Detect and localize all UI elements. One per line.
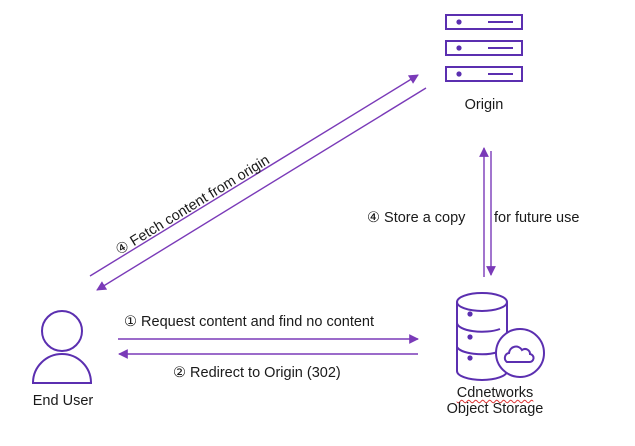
edge-label-request: ① Request content and find no content	[124, 314, 375, 330]
storage-label-line1: Cdnetworks	[456, 385, 534, 401]
end-user-label: End User	[32, 393, 94, 409]
edge-label-store-left: ④ Store a copy	[367, 210, 466, 226]
storage-label-line2: Object Storage	[446, 401, 544, 417]
arrow-fetch-to-origin	[89, 74, 419, 277]
storage-label: Cdnetworks Object Storage	[430, 385, 560, 417]
edge-label-redirect: ② Redirect to Origin (302)	[173, 365, 341, 381]
edge-label-store-right: for future use	[494, 210, 580, 226]
origin-label: Origin	[464, 97, 504, 113]
user-icon	[31, 310, 93, 384]
database-cloud-icon	[456, 292, 545, 381]
arrow-origin-to-user	[96, 87, 427, 291]
server-rack-icon	[445, 14, 523, 82]
